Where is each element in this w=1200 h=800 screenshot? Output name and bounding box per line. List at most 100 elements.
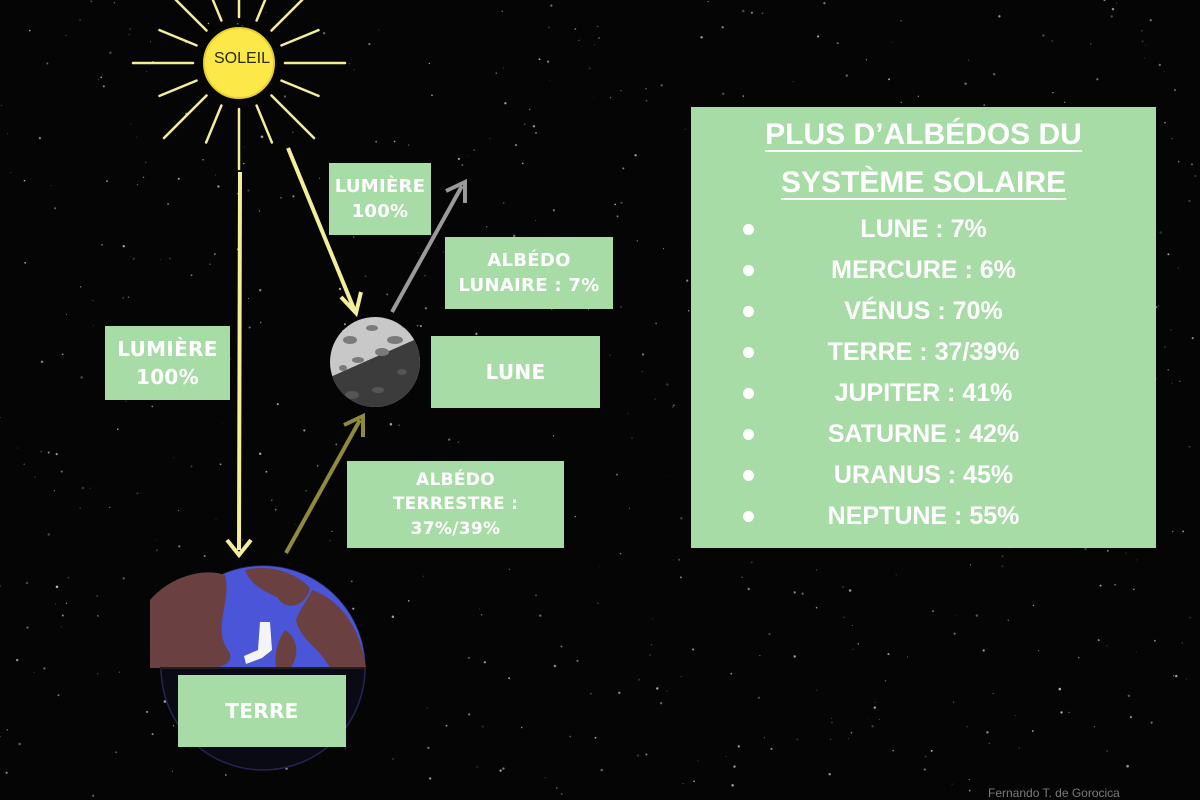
- star: [54, 207, 57, 210]
- star: [851, 625, 853, 627]
- star: [1077, 656, 1080, 659]
- star: [424, 275, 426, 277]
- star: [634, 154, 637, 157]
- star: [101, 243, 104, 246]
- star: [10, 172, 12, 174]
- star: [1170, 329, 1172, 331]
- star: [259, 289, 262, 292]
- star: [576, 659, 579, 662]
- star: [207, 22, 210, 25]
- star: [502, 202, 505, 204]
- star: [549, 79, 551, 81]
- star: [203, 555, 206, 558]
- star: [1042, 34, 1045, 37]
- star: [467, 656, 470, 659]
- star: [260, 135, 264, 139]
- star: [132, 257, 135, 260]
- star: [160, 259, 162, 261]
- star: [1052, 92, 1054, 94]
- star: [627, 412, 629, 415]
- light-left-label: LUMIÈRE 100%: [105, 326, 230, 400]
- star: [1150, 721, 1153, 724]
- star: [499, 769, 502, 772]
- star: [209, 263, 211, 265]
- star: [125, 400, 127, 402]
- star: [247, 298, 250, 300]
- star: [598, 37, 600, 39]
- star: [842, 585, 844, 588]
- star: [106, 180, 108, 183]
- star: [122, 297, 124, 299]
- star: [80, 376, 83, 379]
- star: [1158, 63, 1161, 67]
- star: [122, 245, 125, 248]
- star: [274, 508, 277, 511]
- star: [628, 507, 630, 509]
- star: [618, 691, 621, 695]
- star: [202, 159, 204, 161]
- sun-ray: [158, 79, 198, 98]
- star: [953, 701, 955, 703]
- star: [553, 664, 557, 668]
- star: [548, 26, 551, 29]
- star: [1164, 346, 1166, 348]
- star: [167, 203, 170, 205]
- star: [693, 780, 695, 783]
- star: [594, 736, 597, 739]
- sun-ray: [255, 104, 274, 144]
- star: [146, 710, 149, 713]
- star: [680, 517, 683, 520]
- star: [481, 725, 484, 728]
- star: [129, 28, 132, 31]
- bullet-icon: [743, 265, 754, 276]
- star: [725, 756, 727, 758]
- star: [65, 602, 68, 605]
- star: [265, 470, 268, 473]
- star: [1191, 337, 1194, 340]
- list-item-text: NEPTUNE : 55%: [827, 502, 1020, 530]
- star: [136, 492, 139, 495]
- star: [956, 614, 958, 616]
- star: [815, 606, 818, 609]
- bullet-icon: [743, 224, 754, 235]
- light-moon-line-1: LUMIÈRE: [334, 175, 426, 197]
- star: [1141, 30, 1143, 32]
- star: [247, 189, 250, 192]
- star: [620, 90, 622, 92]
- star: [172, 725, 175, 727]
- light-left-line-1: LUMIÈRE: [117, 337, 218, 361]
- light-arrow-to-moon: [286, 147, 363, 318]
- star: [873, 706, 876, 709]
- star: [424, 307, 428, 310]
- earth-albedo-label: ALBÉDO TERRESTRE : 37%/39%: [347, 461, 564, 548]
- star: [23, 463, 26, 466]
- bullet-icon: [743, 347, 754, 358]
- star: [672, 404, 675, 407]
- star: [429, 777, 432, 780]
- star: [393, 140, 396, 143]
- star: [622, 167, 625, 170]
- star: [641, 353, 645, 356]
- star: [1125, 552, 1127, 554]
- star: [89, 487, 91, 489]
- star: [848, 589, 852, 592]
- star: [569, 735, 572, 738]
- star: [992, 692, 994, 695]
- star: [6, 729, 8, 731]
- star: [686, 279, 689, 282]
- star: [28, 29, 31, 32]
- star: [865, 59, 868, 61]
- star: [364, 275, 367, 278]
- albedo-list-panel: PLUS D’ALBÉDOS DU SYSTÈME SOLAIRE LUNE :…: [691, 107, 1156, 548]
- bullet-icon: [743, 511, 754, 522]
- star: [177, 509, 180, 512]
- star: [1173, 89, 1176, 92]
- star: [1032, 604, 1035, 607]
- star: [1135, 651, 1137, 653]
- star: [1171, 382, 1173, 385]
- star: [951, 783, 953, 785]
- star: [1153, 639, 1156, 642]
- list-item: VÉNUS : 70%: [691, 291, 1156, 332]
- star: [428, 62, 431, 65]
- star: [930, 749, 933, 752]
